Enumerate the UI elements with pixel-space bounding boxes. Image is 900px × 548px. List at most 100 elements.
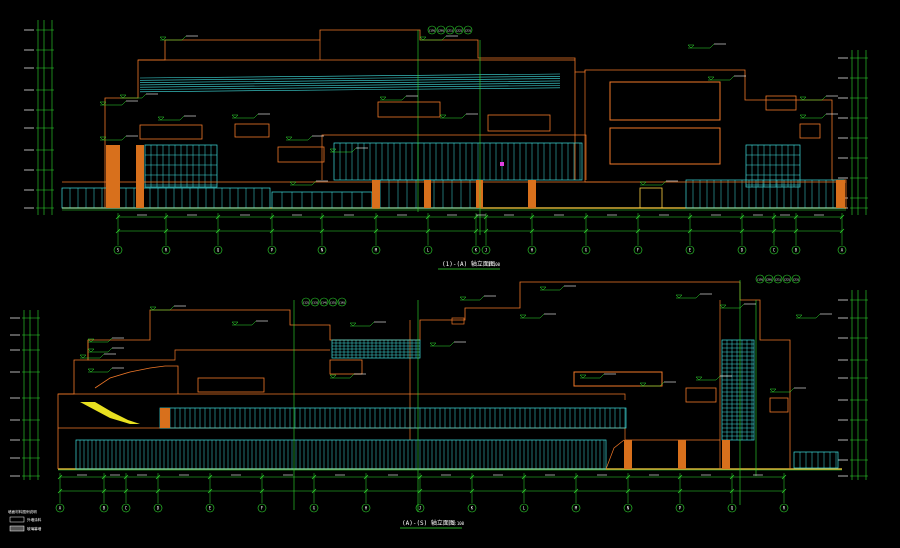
- column: [424, 180, 431, 208]
- dim-tick: [373, 214, 379, 220]
- axis-bubble: [571, 503, 581, 513]
- dim-tick: [521, 488, 527, 494]
- axis-label: F: [637, 247, 640, 252]
- axis-label: H: [365, 505, 368, 510]
- dim-tick: [583, 214, 589, 220]
- level-triangle: [157, 116, 165, 121]
- level-marker: [329, 147, 368, 153]
- axis-label: G: [585, 247, 588, 252]
- dim-tick: [781, 488, 787, 494]
- dim-tick: [635, 214, 641, 220]
- level-triangle: [519, 314, 527, 319]
- level-triangle: [459, 296, 467, 301]
- lower-title-block: (A)-(S) 轴立面图 1:100: [400, 519, 465, 529]
- level-triangle: [159, 36, 167, 41]
- roof-louver: [139, 87, 561, 93]
- level-leader: [181, 35, 187, 41]
- slab-line: [58, 427, 721, 469]
- axis-bubble: [685, 245, 695, 255]
- level-triangle: [695, 376, 703, 381]
- terrace-line: [58, 393, 626, 400]
- axis-label: K: [475, 247, 478, 252]
- dim-tick: [215, 228, 221, 234]
- level-triangle: [639, 181, 647, 186]
- level-marker: [769, 387, 806, 393]
- glazing-frame: [333, 142, 583, 181]
- window-box: [451, 317, 465, 325]
- dim-tick: [677, 488, 683, 494]
- axis-label: L: [427, 247, 430, 252]
- accent-marker: [500, 162, 504, 166]
- level-triangle: [87, 348, 95, 353]
- glazing-side: [793, 451, 839, 469]
- level-leader: [815, 313, 821, 319]
- level-marker: [99, 100, 138, 106]
- level-leader: [441, 35, 447, 41]
- upper-callout-tags-2: (19)(20)(21)(22)(23): [755, 274, 801, 284]
- lower-elevation-title: (A)-(S) 轴立面图: [402, 519, 455, 527]
- level-leader: [107, 367, 113, 373]
- axis-label: S: [117, 247, 120, 252]
- tag-label: (16): [338, 300, 345, 304]
- axis-label: A: [59, 505, 62, 510]
- tag-label: (22): [783, 277, 790, 281]
- level-triangle: [149, 306, 157, 311]
- left-side-ruler: [10, 310, 40, 480]
- axis-label: D: [741, 247, 744, 252]
- window-box: [573, 371, 663, 387]
- glazing-left: [144, 144, 218, 188]
- axis-label: R: [783, 505, 786, 510]
- level-triangle: [119, 94, 127, 99]
- tag-circle: [436, 25, 446, 35]
- dim-tick: [373, 228, 379, 234]
- axis-label: F: [261, 505, 264, 510]
- material-legend: 墙面材料图例说明 外墙涂料 玻璃幕墙: [8, 509, 42, 532]
- tag-label: (21): [446, 28, 453, 32]
- right-side-ruler: [838, 50, 868, 215]
- window-box-large: [609, 81, 721, 121]
- column: [528, 180, 536, 208]
- dim-tick: [793, 214, 799, 220]
- upper-elevation-scale: 1:100: [488, 262, 501, 267]
- axis-bubble: [371, 245, 381, 255]
- axis-bubble: [727, 503, 737, 513]
- level-leader: [539, 313, 545, 319]
- roof-louver: [139, 73, 561, 79]
- tag-circle: [791, 274, 801, 284]
- roof-louver: [139, 76, 561, 81]
- level-triangle: [99, 101, 107, 106]
- axis-label: E: [689, 247, 692, 252]
- level-marker: [419, 35, 458, 41]
- dim-tick: [739, 228, 745, 234]
- axis-bubble: [213, 245, 223, 255]
- axis-bubble: [257, 503, 267, 513]
- roof-louver: [139, 82, 561, 88]
- dim-tick: [101, 488, 107, 494]
- tag-label: (21): [774, 277, 781, 281]
- dim-tick: [417, 488, 423, 494]
- tag-label: (12): [302, 300, 309, 304]
- dim-tick: [635, 228, 641, 234]
- dim-tick: [163, 228, 169, 234]
- axis-bubble: [205, 503, 215, 513]
- dim-tick: [573, 488, 579, 494]
- level-leader: [369, 321, 375, 327]
- dim-tick: [483, 228, 489, 234]
- dim-tick: [57, 474, 63, 480]
- axis-bubble: [267, 245, 277, 255]
- axis-bubble: [769, 245, 779, 255]
- roof-louver: [139, 85, 561, 90]
- level-leader: [307, 135, 313, 141]
- level-leader: [251, 320, 257, 326]
- level-leader: [729, 75, 735, 81]
- lower-elevation-scale: 1:100: [452, 521, 465, 526]
- level-triangle: [429, 342, 437, 347]
- upper-elevation: (19)(20)(21)(22)(23)(19)(20)(21)(22)(23)…: [24, 20, 868, 284]
- dim-tick: [771, 214, 777, 220]
- dim-tick: [677, 474, 683, 480]
- window-box: [685, 387, 717, 403]
- spacer: [62, 100, 138, 208]
- axis-bubble: [121, 503, 131, 513]
- axis-bubble: [317, 245, 327, 255]
